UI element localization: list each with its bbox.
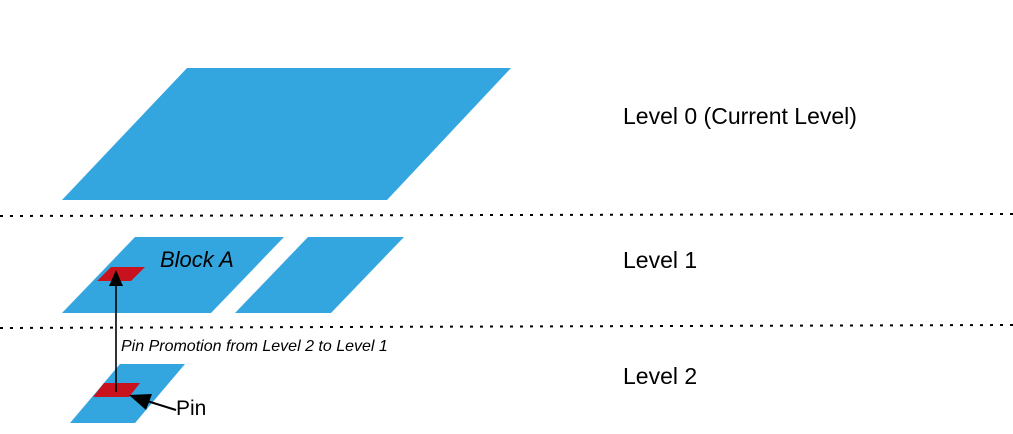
level-1-block-b (235, 237, 404, 313)
level-0-block (62, 68, 511, 200)
level-1-label: Level 1 (623, 247, 697, 273)
divider-level-1-2 (0, 324, 1013, 329)
block-a-label: Block A (160, 247, 234, 272)
divider-level-0-1 (0, 213, 1013, 217)
level-1-block-a (62, 237, 284, 313)
pin-promotion-label: Pin Promotion from Level 2 to Level 1 (121, 338, 388, 355)
pin-label: Pin (176, 397, 206, 420)
level-1-pin (97, 267, 145, 281)
level-0-label: Level 0 (Current Level) (623, 103, 857, 129)
pin-pointer-arrow-head (129, 394, 152, 410)
level-2-label: Level 2 (623, 363, 697, 389)
pin-pointer-arrow (146, 400, 177, 411)
promotion-arrow-head (109, 270, 123, 286)
